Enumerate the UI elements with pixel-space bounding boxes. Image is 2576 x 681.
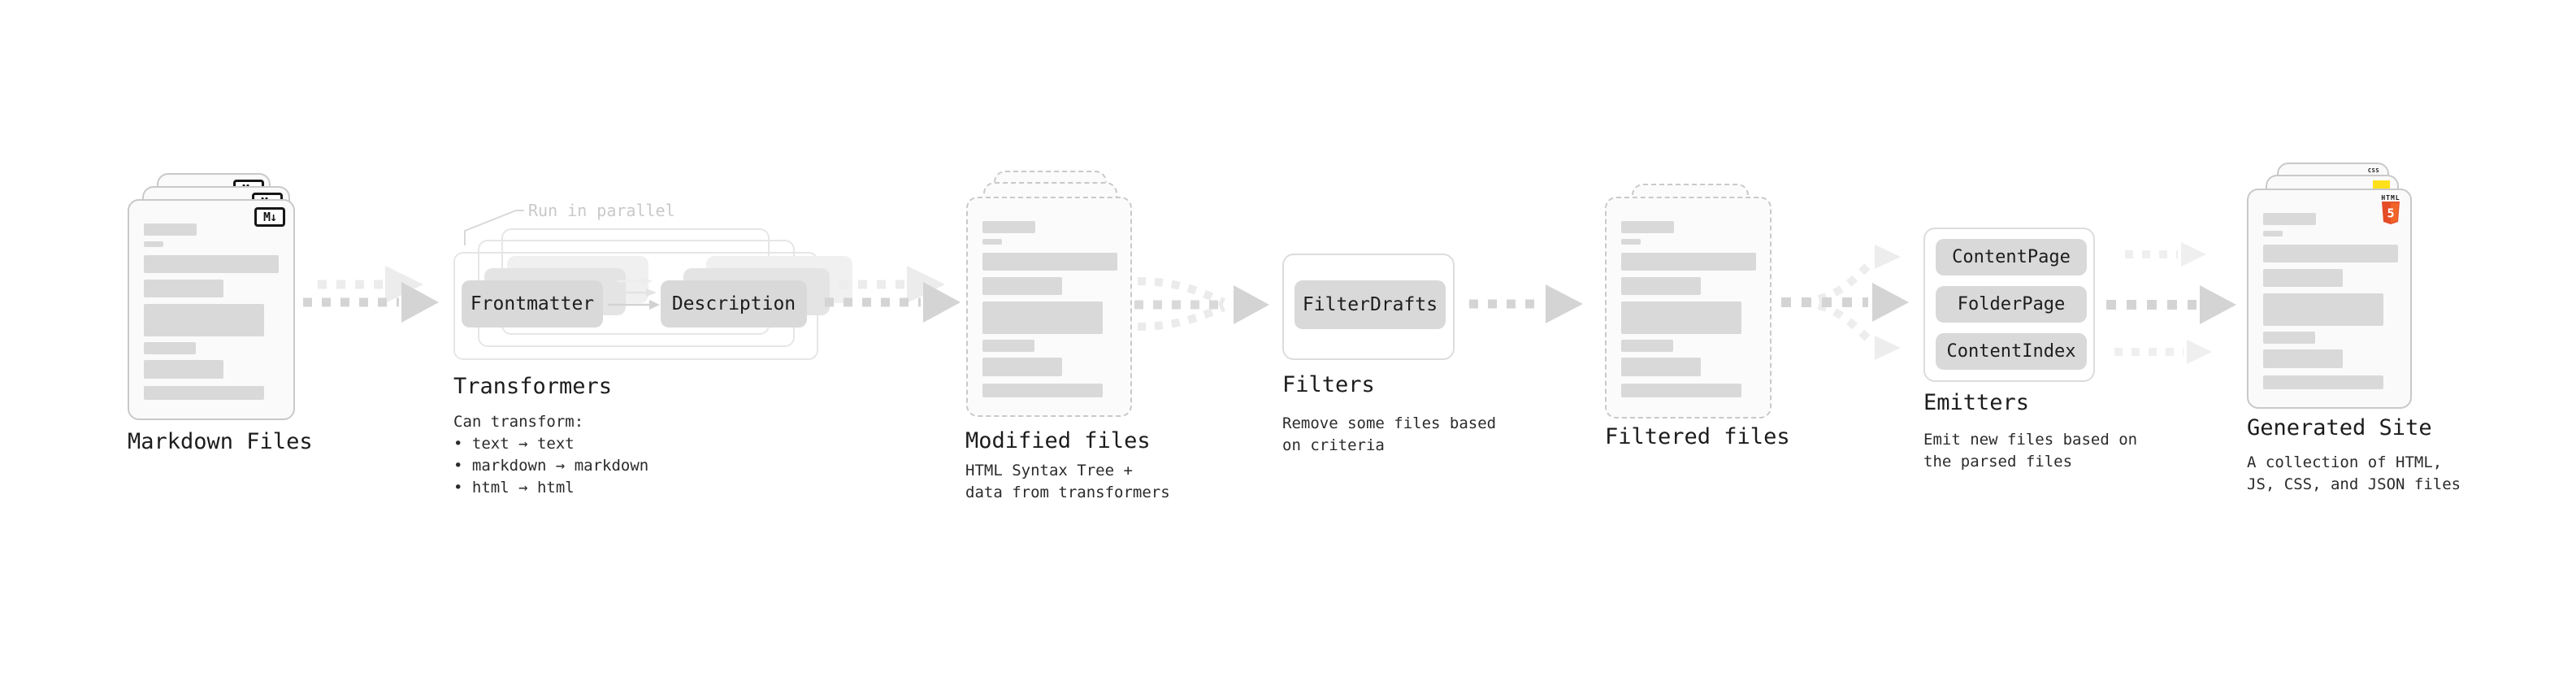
text-line-placeholder — [982, 301, 1103, 334]
css-icon-label: CSS — [2367, 167, 2380, 174]
markdown-icon: M↓ — [254, 207, 285, 227]
text-line-placeholder — [144, 241, 163, 247]
text-line-placeholder — [2263, 293, 2383, 326]
svg-text:5: 5 — [2387, 206, 2394, 221]
js-icon — [2373, 180, 2390, 189]
text-line-placeholder — [982, 221, 1035, 233]
text-line-placeholder — [1621, 384, 1741, 397]
text-line-placeholder — [2263, 332, 2315, 344]
stage-title: Transformers — [453, 374, 613, 399]
transformer-box-description: Description — [661, 280, 807, 327]
document-card — [1605, 197, 1772, 419]
html5-icon: HTML 5 — [2379, 194, 2403, 228]
arrow-filtered-to-emitters — [1781, 245, 1909, 360]
text-line-placeholder — [1621, 253, 1756, 271]
text-line-placeholder — [2263, 245, 2398, 262]
text-line-placeholder — [144, 304, 264, 336]
transformer-box-frontmatter: Frontmatter — [462, 280, 603, 327]
emitter-box-contentindex: ContentIndex — [1936, 333, 2087, 370]
text-line-placeholder — [982, 358, 1062, 376]
emitters-frame: ContentPage FolderPage ContentIndex — [1923, 228, 2095, 382]
text-line-placeholder — [982, 277, 1062, 295]
arrow-filters-to-filtered — [1469, 284, 1583, 323]
text-line-placeholder — [1621, 358, 1701, 376]
text-line-placeholder — [144, 386, 264, 400]
text-line-placeholder — [1621, 277, 1701, 295]
text-line-placeholder — [2263, 349, 2343, 368]
arrow-transformers-to-modified — [825, 266, 961, 323]
callout-connector-line — [464, 210, 524, 245]
markdown-icon-label: M↓ — [262, 210, 277, 224]
stage-title: Generated Site — [2247, 415, 2432, 440]
arrow-emitters-to-generated — [2106, 242, 2236, 364]
stage-description: A collection of HTML, JS, CSS, and JSON … — [2247, 453, 2461, 493]
stage-title: Emitters — [1923, 390, 2030, 415]
text-line-placeholder — [144, 342, 196, 354]
stage-description: Remove some files based on criteria — [1282, 414, 1497, 454]
stage-description: Can transform: • text → text • markdown … — [453, 413, 649, 497]
text-line-placeholder — [2263, 375, 2383, 389]
text-line-placeholder — [1621, 239, 1641, 245]
document-card: HTML 5 — [2247, 189, 2412, 409]
text-line-placeholder — [2263, 269, 2343, 287]
html5-shield: 5 — [2382, 202, 2400, 224]
arrow-markdown-to-transformers — [303, 266, 439, 323]
stage-title: Modified files — [965, 428, 1151, 453]
stage-title: Filters — [1282, 372, 1375, 397]
text-line-placeholder — [2263, 213, 2316, 225]
text-line-placeholder — [982, 340, 1034, 352]
text-line-placeholder — [144, 360, 223, 379]
frontmatter-to-description-arrows — [608, 277, 660, 310]
stage-description: HTML Syntax Tree + data from transformer… — [965, 462, 1170, 501]
text-line-placeholder — [982, 239, 1002, 245]
stage-title: Markdown Files — [128, 429, 313, 454]
filter-box-filterdrafts: FilterDrafts — [1295, 280, 1446, 329]
stage-description: Emit new files based on the parsed files — [1923, 431, 2138, 471]
stage-title: Filtered files — [1605, 424, 1790, 449]
text-line-placeholder — [144, 255, 279, 273]
document-card — [966, 197, 1132, 417]
emitter-box-folderpage: FolderPage — [1936, 286, 2087, 323]
text-line-placeholder — [144, 223, 197, 236]
arrow-modified-to-filters — [1134, 277, 1269, 331]
text-line-placeholder — [1621, 301, 1741, 334]
emitter-box-contentpage: ContentPage — [1936, 239, 2087, 275]
document-card: M↓ — [128, 199, 295, 420]
run-in-parallel-label: Run in parallel — [528, 201, 675, 220]
text-line-placeholder — [144, 280, 223, 297]
text-line-placeholder — [982, 253, 1117, 271]
text-line-placeholder — [1621, 340, 1673, 352]
filters-frame: FilterDrafts — [1282, 254, 1455, 360]
html5-icon-word: HTML — [2381, 194, 2400, 202]
text-line-placeholder — [982, 384, 1103, 397]
text-line-placeholder — [1621, 221, 1674, 233]
text-line-placeholder — [2263, 231, 2283, 236]
